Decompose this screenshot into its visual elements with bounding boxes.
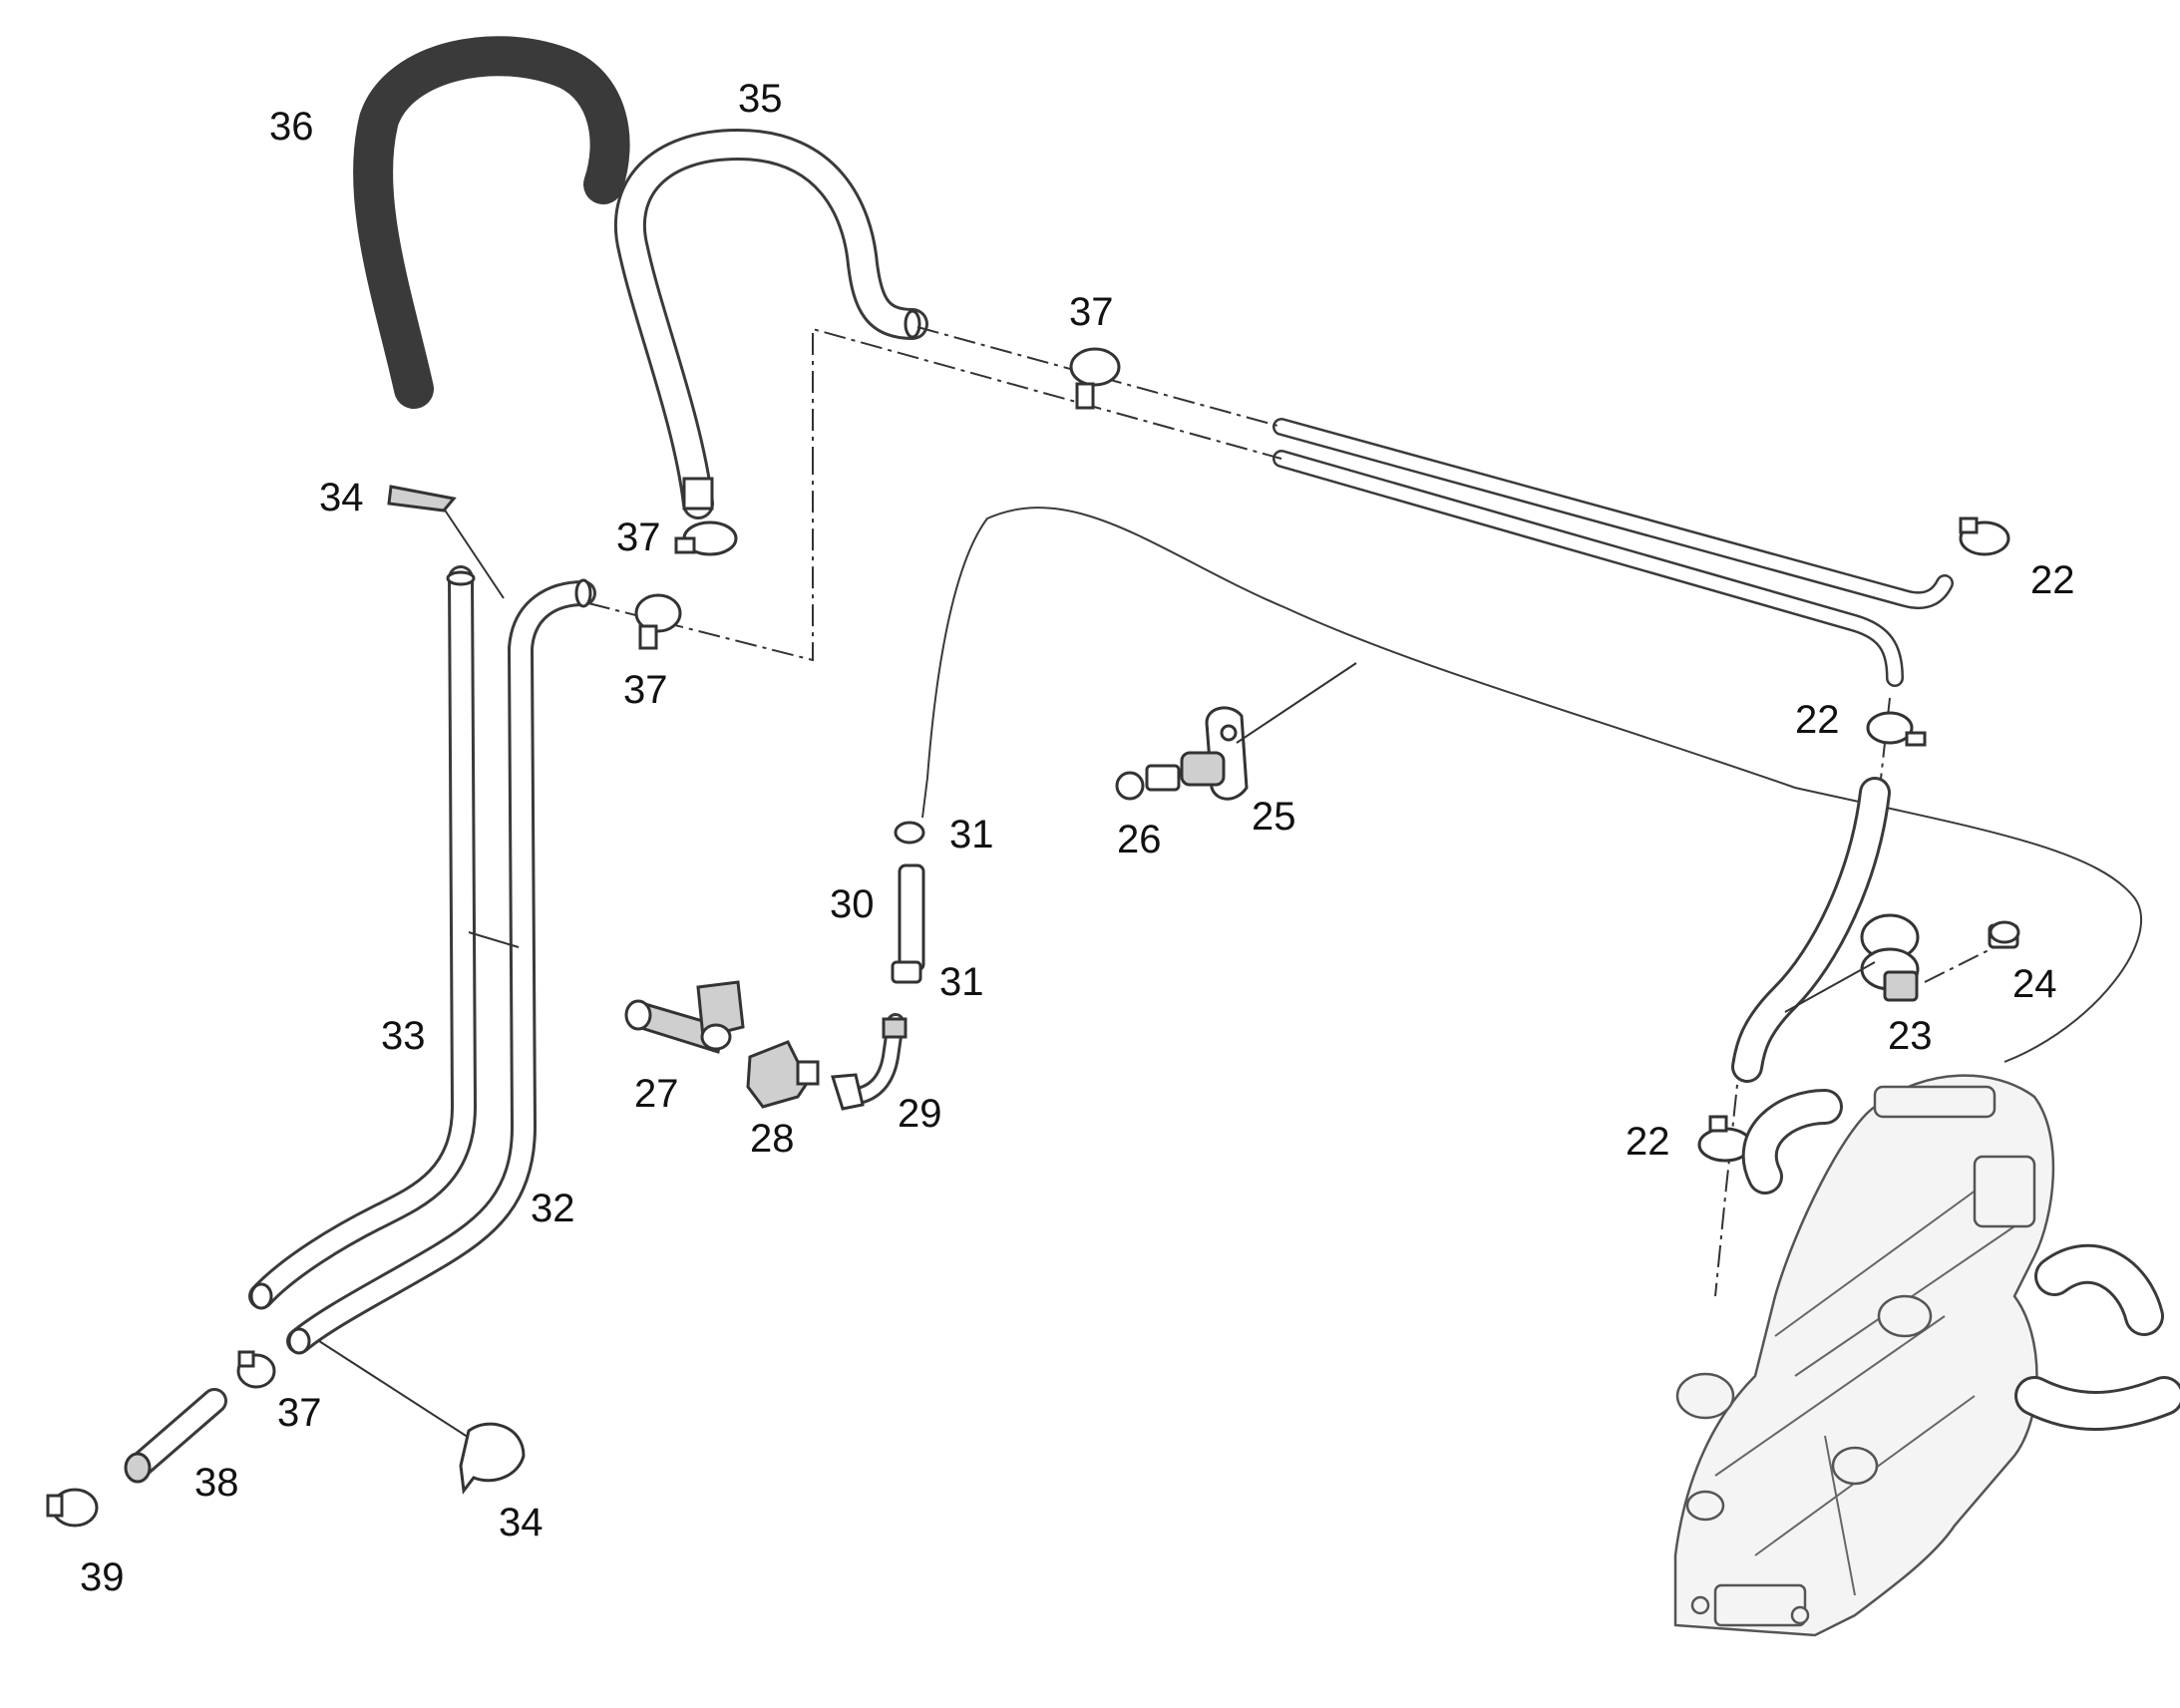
part-31-clip-upper (894, 821, 925, 845)
part-34-clip-upper (387, 485, 457, 512)
sensor-tube-lower (921, 777, 928, 819)
label-29: 29 (898, 1092, 942, 1136)
part-22-clamp-top-right (1959, 516, 2010, 556)
engine-assembly (1673, 1074, 2180, 1637)
label-28: 28 (750, 1117, 795, 1161)
leader-33 (468, 931, 520, 948)
label-24: 24 (2012, 962, 2057, 1006)
label-30: 30 (830, 882, 875, 926)
label-38: 38 (194, 1461, 239, 1505)
leader-34-lower (318, 1340, 475, 1442)
alignment-line-bottom-right (1714, 1056, 1741, 1297)
part-28-adapter (746, 1040, 820, 1109)
label-34-upper: 34 (319, 476, 364, 519)
part-37-clamp-upper-left (674, 520, 738, 556)
part-25-p-clip (1180, 706, 1249, 801)
label-37-left: 37 (616, 515, 661, 559)
connector-hose-right (1731, 777, 1891, 1083)
label-31-upper: 31 (949, 813, 994, 856)
label-32: 32 (531, 1187, 575, 1230)
part-22-clamp-mid-right (1866, 711, 1927, 747)
part-34-clip-lower (459, 1422, 526, 1495)
part-32-hose (286, 578, 596, 1355)
label-22-mid: 22 (1795, 698, 1840, 742)
part-29-elbow-fitting (831, 1013, 908, 1111)
part-27-tee-fitting (624, 980, 745, 1054)
part-31-clip-lower (891, 960, 922, 984)
part-26-screw (1115, 764, 1181, 801)
label-34-lower: 34 (499, 1501, 544, 1544)
alignment-line-lower (812, 327, 1282, 469)
leader-25 (1236, 662, 1357, 744)
part-37-clamp-top (1069, 347, 1121, 410)
alignment-line-24 (1924, 946, 1996, 983)
fuel-lines-long (1272, 418, 1954, 687)
alignment-line-upper (916, 326, 1282, 428)
label-33: 33 (381, 1014, 426, 1058)
label-27: 27 (634, 1072, 679, 1116)
label-25: 25 (1252, 795, 1296, 839)
part-37-clamp-mid (634, 593, 682, 650)
label-35: 35 (738, 77, 783, 121)
part-37-clamp-lower (236, 1350, 276, 1389)
part-38-connector-tube (124, 1388, 227, 1484)
label-37-lower: 37 (277, 1391, 322, 1435)
label-23: 23 (1888, 1014, 1933, 1058)
part-24-screw (1988, 920, 2020, 949)
part-36-corrugated-loom (353, 36, 630, 409)
part-33-hose (248, 565, 477, 1310)
label-36: 36 (269, 105, 314, 149)
part-30-sleeve (898, 863, 925, 972)
part-35-upper-hose (613, 129, 928, 519)
label-37-mid: 37 (623, 668, 668, 712)
label-22-lower: 22 (1626, 1120, 1670, 1164)
part-39-clamp (46, 1488, 99, 1528)
label-22-top: 22 (2030, 558, 2075, 602)
part-23-clamp (1860, 913, 1920, 1002)
leader-23 (1784, 961, 1876, 1013)
label-31-lower: 31 (939, 960, 984, 1004)
label-39: 39 (80, 1555, 125, 1599)
leader-34-upper (443, 508, 505, 599)
label-26: 26 (1117, 818, 1162, 861)
label-37-top: 37 (1069, 290, 1114, 334)
thin-sensor-line (926, 507, 2142, 1063)
